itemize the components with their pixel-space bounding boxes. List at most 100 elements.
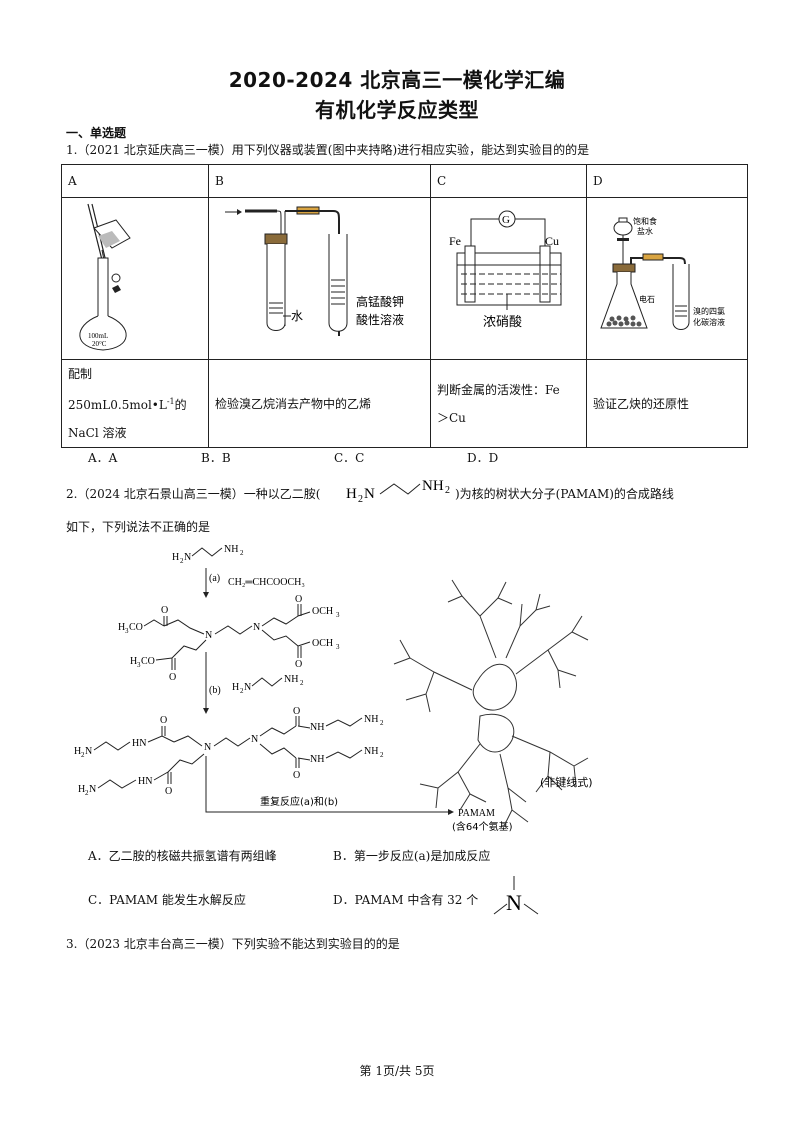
svg-text:O: O: [295, 594, 302, 605]
svg-text:NH: NH: [310, 754, 324, 765]
q1-option-d[interactable]: D．D: [467, 451, 499, 465]
q1-option-b[interactable]: B．B: [201, 451, 231, 465]
tertiary-amine-structure: N: [493, 876, 539, 915]
svg-text:NH: NH: [284, 674, 298, 685]
option-c-description: 判断金属的活泼性：Fe ＞Cu: [430, 359, 587, 448]
svg-text:2: 2: [300, 679, 304, 687]
product-note: (含64个氨基): [452, 820, 513, 833]
repeat-label: 重复反应(a)和(b): [260, 795, 338, 808]
option-b-description: 检验溴乙烷消去产物中的乙烯: [208, 359, 431, 448]
table-header-b: B: [208, 164, 431, 198]
svg-text:2: 2: [180, 557, 184, 565]
svg-text:O: O: [165, 786, 172, 797]
svg-text:H: H: [172, 552, 179, 563]
svg-text:2: 2: [240, 549, 244, 557]
reagent-a-label: (a): [209, 573, 220, 584]
svg-text:O: O: [169, 672, 176, 683]
svg-text:2: 2: [380, 751, 384, 759]
svg-text:O: O: [293, 770, 300, 781]
document-title: 2020-2024 北京高三一模化学汇编: [228, 68, 566, 92]
svg-text:N: N: [251, 734, 258, 745]
brine-label-line2: 盐水: [637, 226, 653, 236]
svg-text:NH: NH: [310, 722, 324, 733]
bromine-label-line2: 化碳溶液: [693, 317, 725, 327]
svg-text:HN: HN: [138, 776, 152, 787]
svg-text:CO: CO: [129, 622, 143, 633]
svg-text:3: 3: [336, 643, 340, 651]
apparatus-b-test-tubes: 水 高锰酸钾 酸性溶液: [225, 206, 404, 336]
svg-text:OCH: OCH: [312, 638, 333, 649]
flask-volume-label: 100mL: [88, 332, 108, 340]
svg-text:N: N: [364, 486, 375, 502]
svg-text:NH: NH: [224, 544, 238, 555]
cu-electrode-label: Cu: [545, 234, 559, 248]
q1-option-c[interactable]: C．C: [334, 451, 365, 465]
svg-text:2: 2: [81, 751, 85, 759]
reagent-a: CH₂═CHCOOCH₃: [228, 577, 305, 588]
water-label: 水: [291, 309, 303, 323]
svg-text:H: H: [232, 682, 239, 693]
apparatus-a-cell: 100mL 20°C: [61, 197, 209, 360]
q2-option-a[interactable]: A．乙二胺的核磁共振氢谱有两组峰: [88, 849, 277, 863]
svg-text:2: 2: [445, 485, 450, 496]
svg-text:N: N: [89, 784, 96, 795]
svg-text:N: N: [244, 682, 251, 693]
apparatus-c-galvanic-cell: G Fe Cu 浓硝酸: [449, 210, 562, 330]
svg-text:H: H: [118, 622, 125, 633]
galvanometer-label: G: [502, 214, 510, 226]
acid-label: 浓硝酸: [483, 315, 522, 330]
question-2-stem-line2: 如下，下列说法不正确的是: [66, 520, 211, 534]
page-footer: 第 1页/共 5页: [359, 1064, 435, 1078]
table-header-d: D: [586, 164, 748, 198]
option-d-description: 验证乙炔的还原性: [586, 359, 748, 448]
svg-text:HN: HN: [132, 738, 146, 749]
q1-option-a[interactable]: A．A: [88, 451, 118, 465]
svg-text:NH: NH: [422, 478, 444, 494]
svg-text:2: 2: [240, 687, 244, 695]
question-1-stem: 1.（2021 北京延庆高三一模）用下列仪器或装置(图中夹持略)进行相应实验，能…: [66, 143, 590, 157]
question-3-stem: 3.（2023 北京丰台高三一模）下列实验不能达到实验目的的是: [66, 937, 400, 951]
svg-text:O: O: [161, 605, 168, 616]
svg-text:2: 2: [358, 494, 363, 505]
svg-text:NH: NH: [364, 714, 378, 725]
svg-text:H: H: [130, 656, 137, 667]
svg-text:H: H: [78, 784, 85, 795]
svg-text:2: 2: [85, 789, 89, 797]
document-subtitle: 有机化学反应类型: [315, 98, 479, 122]
table-header-c: C: [430, 164, 587, 198]
apparatus-d-cell: 饱和食 盐水 电石 溴的四氯 化碳溶液: [586, 197, 748, 360]
apparatus-d-acetylene: 饱和食 盐水 电石 溴的四氯 化碳溶液: [600, 216, 725, 330]
svg-text:O: O: [295, 659, 302, 670]
q2-option-b[interactable]: B．第一步反应(a)是加成反应: [333, 849, 491, 863]
apparatus-b-cell: 水 高锰酸钾 酸性溶液: [208, 197, 431, 360]
permanganate-label-line1: 高锰酸钾: [356, 294, 404, 309]
reagent-b-label: (b): [209, 685, 221, 696]
brine-label-line1: 饱和食: [633, 216, 657, 226]
dendrimer-sketch: [393, 579, 589, 827]
table-header-a: A: [61, 164, 209, 198]
svg-text:NH: NH: [364, 746, 378, 757]
apparatus-c-cell: G Fe Cu 浓硝酸: [430, 197, 587, 360]
apparatus-a-volumetric-flask: 100mL 20°C: [79, 203, 131, 351]
svg-text:N: N: [85, 746, 92, 757]
question-2-stem-part2: )为核的树状大分子(PAMAM)的合成路线: [455, 487, 674, 501]
carbide-label: 电石: [639, 294, 655, 304]
svg-text:O: O: [293, 706, 300, 717]
question-1-table: A B C D 100mL 20°C: [61, 164, 748, 448]
svg-text:H: H: [346, 486, 357, 502]
product-label: PAMAM: [458, 808, 495, 819]
fe-electrode-label: Fe: [449, 234, 461, 248]
bromine-label-line1: 溴的四氯: [693, 306, 725, 316]
svg-text:O: O: [160, 715, 167, 726]
svg-text:3: 3: [137, 661, 141, 669]
q2-option-d[interactable]: D．PAMAM 中含有 32 个: [333, 893, 479, 907]
nonbond-note: (非键线式): [540, 775, 593, 789]
option-a-description: 配制 250mL0.5mol•L-1的 NaCl 溶液: [61, 359, 209, 448]
q2-option-c[interactable]: C．PAMAM 能发生水解反应: [88, 893, 246, 907]
flask-temp-label: 20°C: [92, 340, 107, 348]
svg-text:N: N: [184, 552, 191, 563]
svg-text:N: N: [253, 622, 260, 633]
svg-text:3: 3: [336, 611, 340, 619]
